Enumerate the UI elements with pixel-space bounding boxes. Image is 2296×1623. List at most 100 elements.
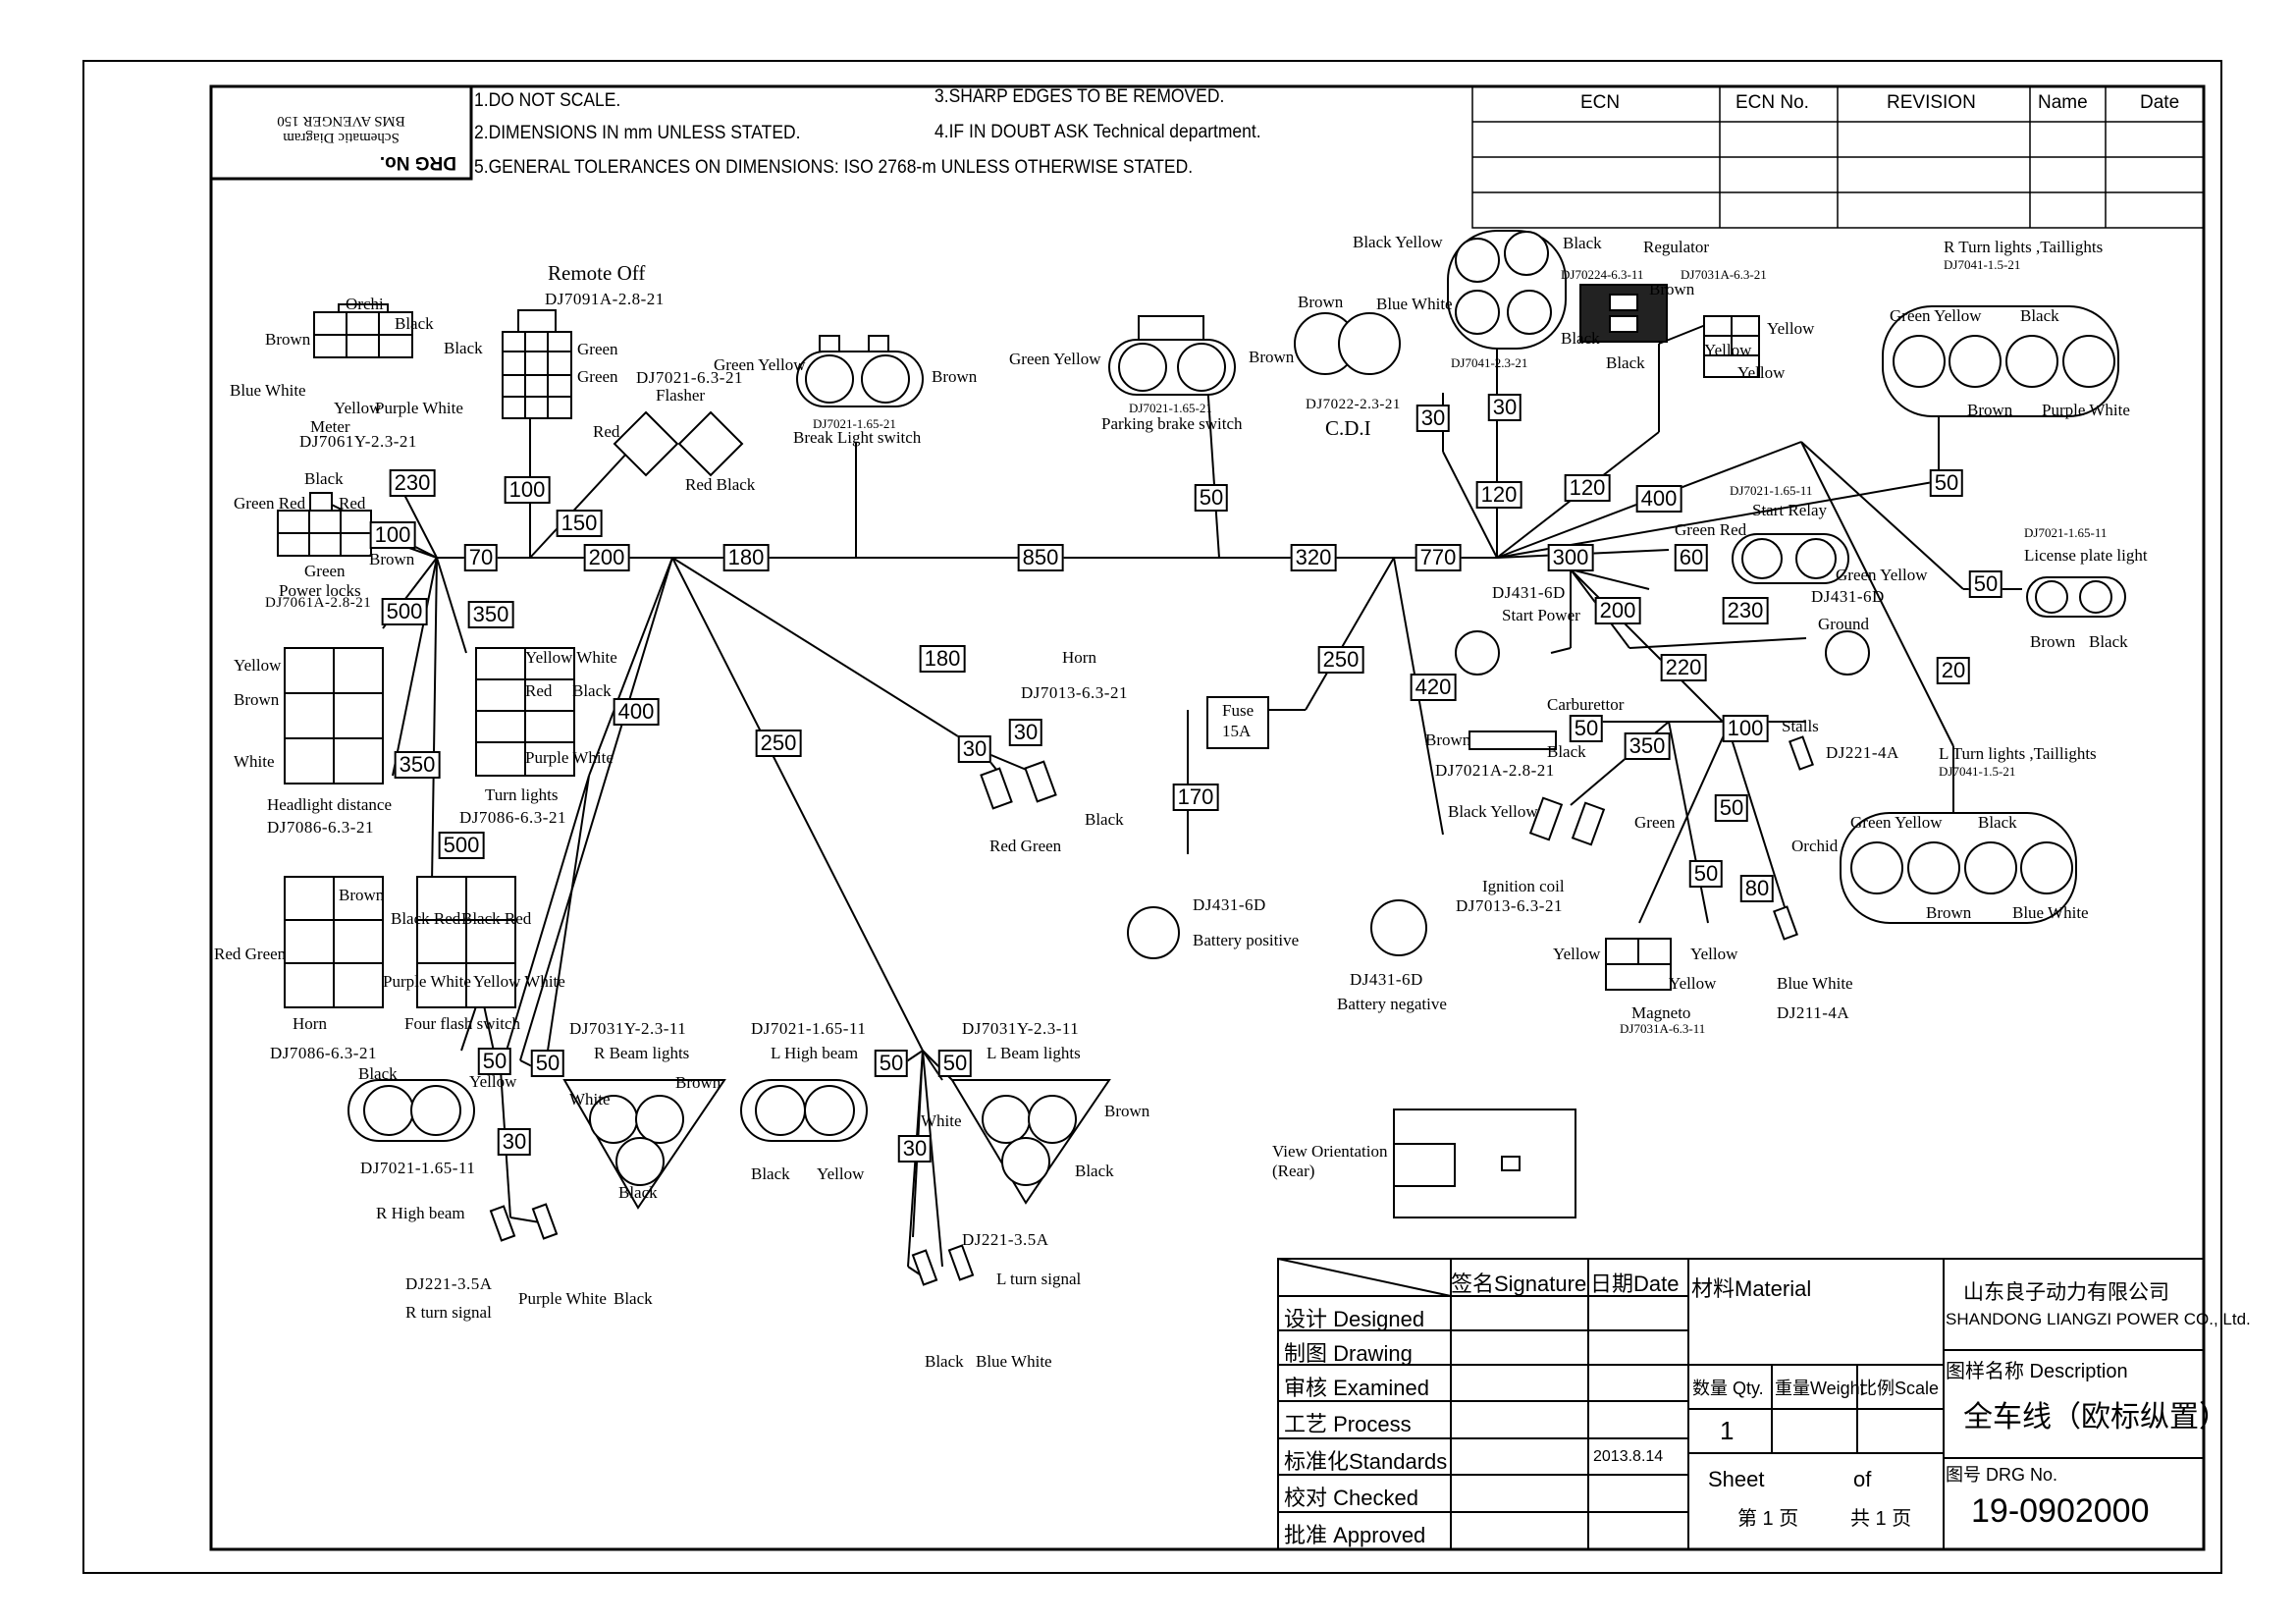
tb-signature: 签名Signature xyxy=(1451,1271,1587,1296)
ignition-label: Ignition coil xyxy=(1482,877,1565,895)
r-turn-code: DJ7041-1.5-21 xyxy=(1944,257,2021,272)
l-high-code: DJ7021-1.65-11 xyxy=(751,1019,867,1038)
meter-label: Meter xyxy=(310,417,350,436)
battery-neg-code: DJ431-6D xyxy=(1350,970,1423,989)
length-label: 850 xyxy=(1017,544,1064,571)
wire-yellow-reg3: Yellow xyxy=(1737,363,1786,382)
tb-company-cn: 山东良子动力有限公司 xyxy=(1963,1281,2169,1304)
start-relay-code: DJ7021-1.65-11 xyxy=(1730,483,1813,498)
length-label: 60 xyxy=(1674,544,1709,571)
stalls-label: Stalls xyxy=(1782,717,1819,735)
length-label: 50 xyxy=(874,1050,909,1077)
tb-scale-label: 比例Scale xyxy=(1859,1379,1940,1398)
wire-brown-lbeam: Brown xyxy=(1104,1102,1150,1120)
battery-pos-label: Battery positive xyxy=(1193,931,1300,949)
r-turn-signal-label: R turn signal xyxy=(405,1303,492,1322)
wire-greenyellow-break: Green Yellow xyxy=(714,355,806,374)
reg-code-2: DJ7031A-6.3-21 xyxy=(1681,267,1767,282)
length-label: 400 xyxy=(1635,485,1682,513)
tb-total-cn: 共 1 页 xyxy=(1850,1508,1912,1530)
length-label: 30 xyxy=(957,735,992,763)
tb-material: 材料Material xyxy=(1691,1276,1812,1301)
wire-yellow-mag2: Yellow xyxy=(1690,945,1738,963)
l-beam-label: L Beam lights xyxy=(987,1044,1081,1062)
magneto-code: DJ7031A-6.3-11 xyxy=(1620,1021,1706,1036)
wire-green-remote2: Green xyxy=(577,367,618,386)
l-turn-sig-code: DJ221-3.5A xyxy=(962,1230,1049,1249)
tb-date: 日期Date xyxy=(1590,1271,1680,1296)
length-label: 100 xyxy=(369,521,416,549)
note-1: 1.DO NOT SCALE. xyxy=(474,90,621,111)
tb-row-examined: 审核 Examined xyxy=(1284,1376,1429,1400)
wire-black-reg1: Black xyxy=(1563,234,1602,252)
tb-drg-no-value: 19-0902000 xyxy=(1971,1492,2150,1530)
tb-sheet-label: Sheet xyxy=(1708,1467,1765,1491)
harness-wires xyxy=(323,314,2022,1277)
length-label: 220 xyxy=(1660,654,1707,681)
wire-purplewhite-meter: Purple White xyxy=(375,399,463,417)
wire-brown-horn2: Brown xyxy=(339,886,385,904)
tb-company-en: SHANDONG LIANGZI POWER CO., Ltd. xyxy=(1946,1310,2251,1328)
license-code: DJ7021-1.65-11 xyxy=(2024,525,2108,540)
wire-black-lhigh: Black xyxy=(751,1164,790,1183)
length-label: 100 xyxy=(504,476,551,504)
length-label: 150 xyxy=(556,510,603,537)
battery-neg-label: Battery negative xyxy=(1337,995,1447,1013)
wire-bluewhite-lsig: Blue White xyxy=(976,1352,1052,1371)
wire-white-rbeam: White xyxy=(569,1090,611,1109)
wire-purplewhite-flash: Purple White xyxy=(383,972,471,991)
length-label: 350 xyxy=(1624,732,1671,760)
tb-sheet-cn: 第 1 页 xyxy=(1737,1508,1799,1530)
terminal-pins xyxy=(489,735,1814,1286)
rev-header-date: Date xyxy=(2140,92,2180,113)
wire-green-locks: Green xyxy=(304,562,346,580)
r-beam-code: DJ7031Y-2.3-11 xyxy=(569,1019,687,1038)
rev-header-ecn: ECN xyxy=(1580,92,1621,113)
headlight-dist-label: Headlight distance xyxy=(267,795,392,814)
length-label: 100 xyxy=(1722,715,1769,742)
cdi-label: C.D.I xyxy=(1325,416,1371,440)
wire-blackred-flash: Black Red xyxy=(391,909,461,928)
length-label: 30 xyxy=(1008,719,1043,746)
length-label: 350 xyxy=(467,601,514,628)
tb-row-standards: 标准化Standards xyxy=(1284,1449,1448,1474)
horn-code: DJ7013-6.3-21 xyxy=(1021,683,1128,702)
length-label: 50 xyxy=(1688,860,1724,888)
length-label: 230 xyxy=(1722,597,1769,624)
wire-brown-locks: Brown xyxy=(369,550,415,568)
wire-bluewhite-meter: Blue White xyxy=(230,381,306,400)
l-turn-signal-label: L turn signal xyxy=(996,1270,1082,1288)
title-block-grid xyxy=(1277,1258,2205,1550)
drg-label: DRG No. xyxy=(379,152,456,173)
power-locks-code: DJ7061A-2.8-21 xyxy=(265,595,372,611)
length-label: 180 xyxy=(722,544,770,571)
view-rear-label: (Rear) xyxy=(1272,1162,1315,1180)
length-label: 50 xyxy=(1968,570,2003,598)
flasher-code: DJ7021-6.3-21 xyxy=(636,368,743,387)
length-label: 180 xyxy=(919,645,966,673)
wire-yellow-lhigh: Yellow xyxy=(817,1164,865,1183)
start-power-code: DJ431-6D xyxy=(1492,583,1566,602)
start-power-label: Start Power xyxy=(1502,606,1580,624)
wire-black-meter: Black xyxy=(395,314,434,333)
turn-lights-code: DJ7086-6.3-21 xyxy=(459,808,566,827)
length-label: 50 xyxy=(937,1050,973,1077)
headlight-dist-code: DJ7086-6.3-21 xyxy=(267,818,374,837)
ground-code: DJ431-6D xyxy=(1811,587,1885,606)
wire-yellow-reg1: Yellow xyxy=(1767,319,1815,338)
length-label: 350 xyxy=(394,751,441,779)
regulator-label: Regulator xyxy=(1643,238,1710,256)
wire-green-ign: Green xyxy=(1634,813,1676,832)
wire-white-lbeam: White xyxy=(921,1111,962,1130)
length-label: 120 xyxy=(1475,481,1522,509)
wire-black-lbeam: Black xyxy=(1075,1162,1114,1180)
length-label: 170 xyxy=(1172,784,1219,811)
wire-black-rbeam: Black xyxy=(618,1183,658,1202)
tb-weight-label: 重量Weight xyxy=(1775,1379,1865,1398)
length-label: 50 xyxy=(477,1048,512,1075)
tb-qty-value: 1 xyxy=(1720,1416,1735,1445)
note-4: 4.IF IN DOUBT ASK Technical department. xyxy=(934,122,1261,142)
ground-label: Ground xyxy=(1818,615,1869,633)
wire-bluewhite-mag: Blue White xyxy=(1777,974,1853,993)
length-label: 50 xyxy=(1929,469,1964,497)
